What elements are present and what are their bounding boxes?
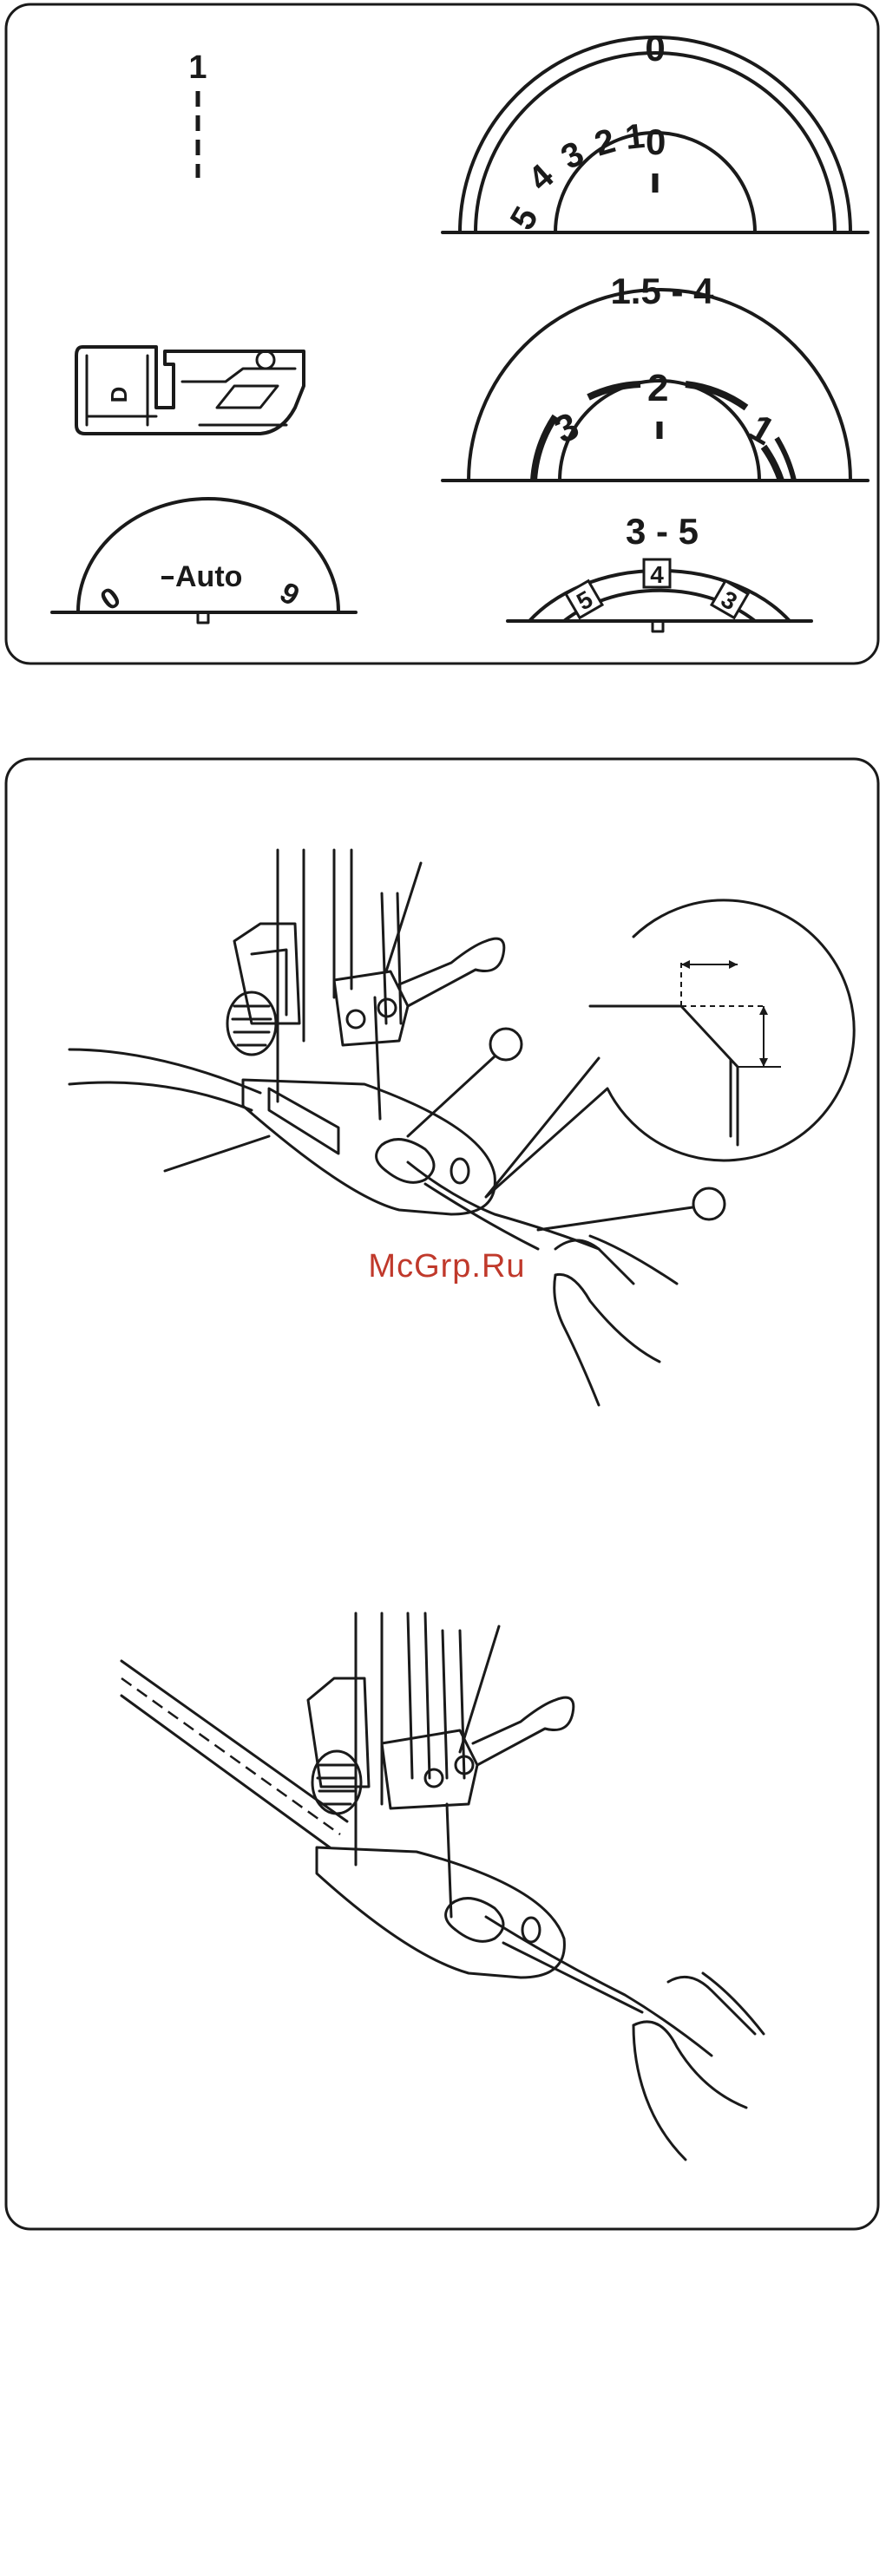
dial-auto-label: Auto [175,560,242,593]
settings-panel [6,4,878,664]
watermark-text: McGrp.Ru [368,1248,525,1285]
illustration-panel [6,759,878,2229]
dial-bottom-num-4: 4 [650,561,664,588]
dial-top-label: 0 [645,28,665,69]
dial-middle-num-2: 2 [647,367,668,409]
stitch-width-value: 1 [188,49,207,86]
dial-top-num-0: 0 [646,121,666,162]
dial-bottom-label: 3 - 5 [626,511,699,552]
dial-top-num-1: 1 [623,117,646,157]
foot-letter: D [106,387,132,403]
